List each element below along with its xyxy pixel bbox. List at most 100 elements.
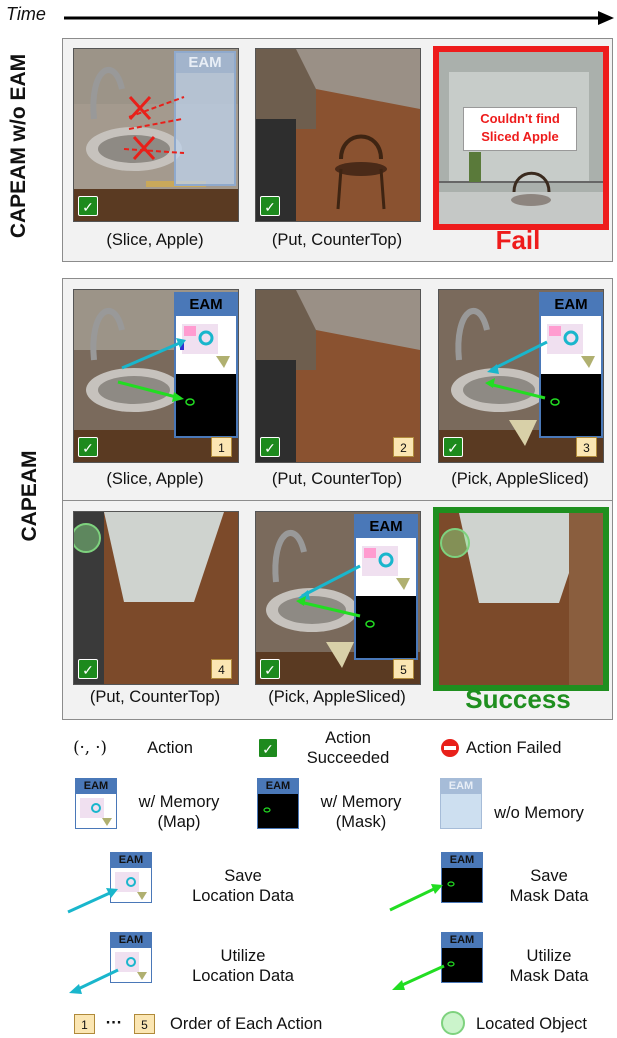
utilize-arrows — [485, 340, 548, 400]
legend-with-memory-map: w/ Memory (Map) — [124, 792, 234, 832]
capeam-row-label: CAPEAM — [18, 450, 41, 542]
mini-eam-header: EAM — [442, 933, 482, 948]
mini-eam-header: EAM — [111, 933, 151, 948]
fail-message-box: Couldn't find Sliced Apple — [463, 107, 577, 151]
legend-action-failed: Action Failed — [466, 739, 562, 757]
mini-eam-mask — [442, 868, 482, 902]
utilize-mask-arrow — [392, 964, 445, 990]
legend-utilize-location-icon: EAM — [110, 932, 152, 983]
located-object-icon — [440, 528, 470, 558]
mini-eam-header: EAM — [442, 853, 482, 868]
action-succeeded-icon: ✓ — [443, 437, 463, 457]
legend-save-location-line1: Save — [224, 867, 262, 885]
mini-eam-header: EAM — [76, 779, 116, 794]
save-location-arrow — [67, 888, 118, 914]
eam-mask — [356, 596, 416, 658]
fail-label: Fail — [495, 225, 541, 255]
legend-eam-mask-icon: EAM — [257, 778, 299, 829]
legend-check-icon: ✓ — [258, 738, 278, 758]
baseline-scene-slice-apple: EAM ✓ — [73, 48, 239, 222]
legend-with-memory-mask-line2: (Mask) — [335, 813, 387, 831]
baseline-row-label: CAPEAM w/o EAM — [7, 53, 30, 239]
capeam-scene-4: ✓ 4 — [73, 511, 239, 685]
legend-with-memory-mask: w/ Memory (Mask) — [306, 792, 416, 832]
eam-panel: EAM — [354, 514, 418, 660]
eam-ghost-header: EAM — [176, 53, 234, 73]
eam-map — [356, 538, 416, 596]
order-badge: 3 — [576, 437, 597, 457]
action-succeeded-icon: ✓ — [260, 437, 280, 457]
legend-utilize-location: Utilize Location Data — [168, 946, 318, 986]
located-object-icon — [74, 523, 101, 553]
failed-save-arrows — [123, 95, 185, 161]
legend-action-succeeded-line1: Action — [325, 729, 371, 747]
mini-eam-mask — [442, 948, 482, 982]
mini-eam-mask — [258, 794, 298, 828]
cross-icon — [128, 95, 152, 121]
capeam-scene-5: EAM ✓ 5 — [255, 511, 421, 685]
legend-save-location: Save Location Data — [168, 866, 318, 906]
eam-panel: EAM — [174, 292, 238, 438]
legend-save-location-icon: EAM — [110, 852, 152, 903]
order-badge: 5 — [393, 659, 414, 679]
eam-header: EAM — [176, 294, 236, 316]
legend-utilize-location-line2: Location Data — [192, 967, 294, 985]
capeam-caption-3: (Pick, AppleSliced) — [451, 470, 589, 488]
legend-save-mask-line1: Save — [530, 867, 568, 885]
legend-utilize-mask-icon: EAM — [441, 932, 483, 983]
time-arrow — [64, 11, 614, 25]
capeam-scene-2: ✓ 2 — [255, 289, 421, 463]
legend-eam-empty-icon: EAM — [440, 778, 482, 829]
capeam-success-scene — [433, 507, 609, 691]
success-label: Success — [465, 684, 571, 714]
cross-icon — [132, 135, 156, 161]
utilize-location-arrow — [69, 968, 119, 994]
eam-mask — [176, 374, 236, 436]
legend-save-mask-icon: EAM — [441, 852, 483, 903]
legend-save-location-line2: Location Data — [192, 887, 294, 905]
legend-with-memory-mask-line1: w/ Memory — [320, 793, 402, 811]
action-succeeded-icon: ✓ — [260, 659, 280, 679]
action-succeeded-icon: ✓ — [78, 659, 98, 679]
kitchen-floor-image — [256, 290, 420, 462]
capeam-scene-3: EAM ✓ 3 — [438, 289, 604, 463]
capeam-row-divider — [62, 500, 613, 501]
mini-eam-map — [111, 948, 151, 982]
legend-order-text: Order of Each Action — [170, 1015, 323, 1033]
mini-eam-map — [111, 868, 151, 902]
capeam-caption-5: (Pick, AppleSliced) — [268, 688, 406, 706]
eam-header: EAM — [541, 294, 601, 316]
legend-order-ellipsis: ··· — [105, 1014, 123, 1032]
baseline-caption-1: (Slice, Apple) — [106, 231, 204, 249]
baseline-scene-put-countertop: ✓ — [255, 48, 421, 222]
legend-action-succeeded-line2: Succeeded — [306, 749, 390, 767]
legend-order-first: 1 — [74, 1014, 95, 1034]
eam-header: EAM — [356, 516, 416, 538]
fail-message-line2: Sliced Apple — [481, 129, 559, 144]
save-mask-arrow — [389, 884, 443, 912]
eam-mask — [541, 374, 601, 436]
mini-eam-header: EAM — [111, 853, 151, 868]
baseline-caption-2: (Put, CounterTop) — [271, 231, 403, 249]
mini-eam-header: EAM — [258, 779, 298, 794]
legend-save-mask-line2: Mask Data — [509, 887, 589, 905]
legend-utilize-mask: Utilize Mask Data — [494, 946, 604, 986]
mini-eam-header: EAM — [441, 779, 481, 794]
window-floor-image — [74, 512, 238, 684]
baseline-fail-scene: Couldn't find Sliced Apple — [433, 46, 609, 230]
action-succeeded-icon: ✓ — [78, 196, 98, 216]
order-badge: 1 — [211, 437, 232, 457]
mini-eam-map — [76, 794, 116, 828]
kitchen-floor-image — [256, 49, 420, 221]
capeam-caption-1: (Slice, Apple) — [106, 470, 204, 488]
action-succeeded-icon: ✓ — [260, 196, 280, 216]
legend-save-mask: Save Mask Data — [494, 866, 604, 906]
time-label: Time — [6, 4, 46, 24]
eam-panel: EAM — [539, 292, 603, 438]
legend-without-memory: w/o Memory — [494, 804, 584, 822]
order-badge: 4 — [211, 659, 232, 679]
capeam-caption-4: (Put, CounterTop) — [89, 688, 221, 706]
legend-order-last: 5 — [134, 1014, 155, 1034]
located-object-icon — [441, 1011, 465, 1035]
action-failed-icon — [441, 739, 459, 757]
